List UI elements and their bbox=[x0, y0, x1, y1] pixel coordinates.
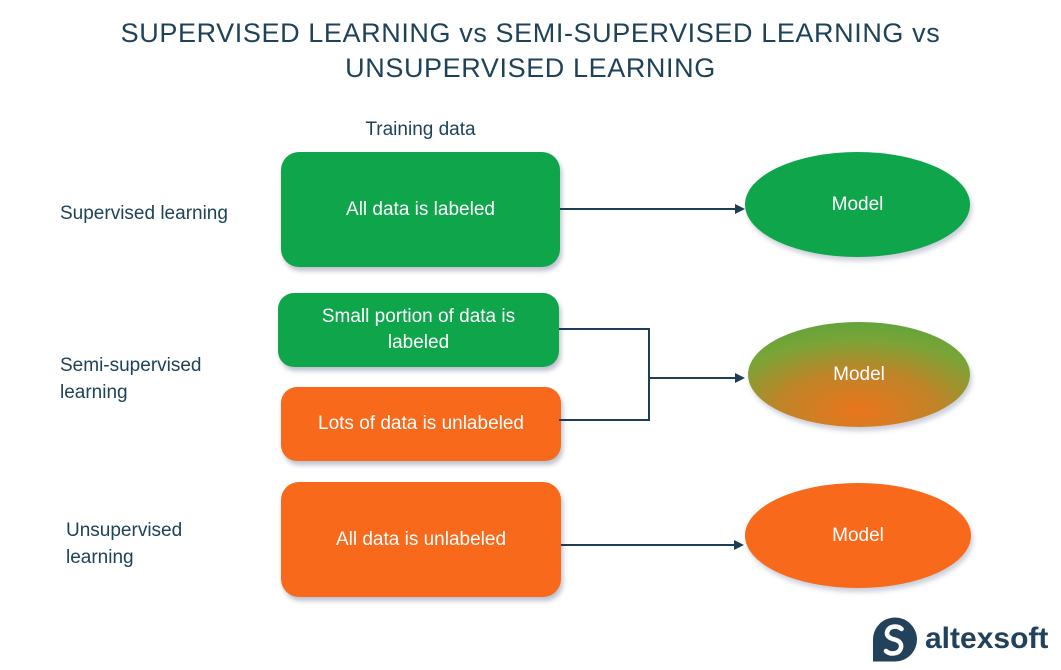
connector-line-bottom bbox=[559, 419, 649, 421]
model-label: Model bbox=[831, 193, 884, 215]
data-box-text: All data is labeled bbox=[346, 198, 495, 220]
data-box-small-portion-labeled: Small portion of data is labeled bbox=[278, 293, 559, 367]
data-box-text: Lots of data is unlabeled bbox=[318, 413, 524, 434]
row-label-unsupervised: Unsupervised learning bbox=[66, 520, 183, 568]
diagram-title-text: SUPERVISED LEARNING vs SEMI-SUPERVISED L… bbox=[120, 18, 941, 83]
training-data-header: Training data bbox=[365, 119, 476, 140]
altexsoft-logo-text: altexsoft bbox=[925, 622, 1049, 655]
model-ellipse-semi-supervised: Model bbox=[748, 322, 970, 427]
arrow-line-unsupervised bbox=[561, 544, 736, 546]
data-box-all-labeled: All data is labeled bbox=[281, 152, 560, 267]
data-box-all-unlabeled: All data is unlabeled bbox=[281, 482, 561, 597]
model-label: Model bbox=[832, 524, 884, 546]
data-box-text: Small portion of data is labeled bbox=[321, 306, 516, 353]
model-label: Model bbox=[833, 363, 885, 385]
data-box-lots-unlabeled: Lots of data is unlabeled bbox=[281, 387, 561, 461]
arrow-line-semi-supervised bbox=[648, 377, 737, 379]
arrow-head-icon bbox=[735, 204, 745, 214]
arrow-head-icon bbox=[735, 373, 745, 383]
connector-line-top bbox=[559, 328, 649, 330]
model-ellipse-unsupervised: Model bbox=[745, 483, 971, 588]
arrow-line-supervised bbox=[560, 208, 737, 210]
row-label-supervised: Supervised learning bbox=[60, 203, 228, 224]
data-box-text: All data is unlabeled bbox=[335, 528, 507, 550]
altexsoft-speech-bubble-s-icon bbox=[873, 617, 917, 662]
row-label-semi-supervised: Semi-supervised learning bbox=[60, 355, 202, 403]
model-ellipse-supervised: Model bbox=[745, 152, 970, 257]
diagram-title: SUPERVISED LEARNING vs SEMI-SUPERVISED L… bbox=[0, 16, 1061, 86]
arrow-head-icon bbox=[734, 540, 744, 550]
connector-line-vertical bbox=[648, 328, 650, 421]
